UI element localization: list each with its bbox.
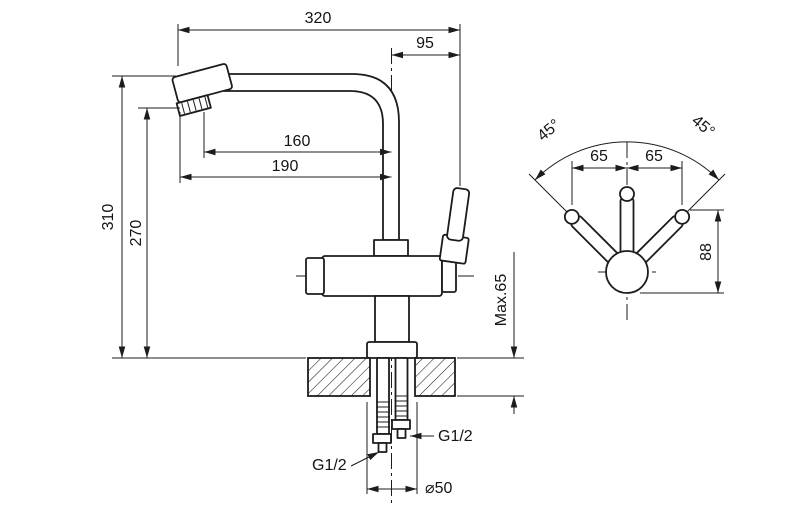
handle-stem [619,197,635,255]
thread-label-left: G1/2 [312,451,380,474]
angle-right-label: 45° [688,112,717,141]
dim-160-label: 160 [284,133,311,150]
dim-160: 160 [203,112,392,158]
dim-max65: Max.65 [457,252,524,414]
lever-assembly [438,187,471,265]
lever-handle [446,187,471,242]
aerator [175,94,212,117]
thread-right-label: G1/2 [438,428,473,445]
dim-320: 320 [177,10,461,186]
countertop-left [307,357,371,397]
dim-270-label: 270 [128,220,145,247]
dim-310: 310 [100,75,306,359]
thread-left-label: G1/2 [312,457,347,474]
dim-88: 88 [640,209,724,294]
dim-95-label: 95 [416,35,434,52]
axis-extension-right [686,173,726,213]
dim-320-label: 320 [305,10,332,27]
leader-line [350,451,380,467]
dim-95: 95 [391,35,460,59]
body-neck [374,295,410,343]
cross-left-cap [305,257,325,295]
dim-diameter-50: ⌀50 [366,402,453,497]
pipe-right-threads [394,395,409,417]
cross-right-cap [441,259,457,293]
base-flange [366,341,418,359]
spout-head [171,63,233,117]
dim-88-label: 88 [698,243,715,261]
supply-pipes [372,357,411,453]
dim-190: 190 [179,112,392,183]
top-view: 45° 45° 65 65 88 [528,112,726,322]
pipe-left [376,357,390,435]
pipe-left-nub [377,442,388,453]
thread-label-right: G1/2 [410,428,473,445]
handle-left-45 [563,208,619,264]
dim-65-65: 65 65 [571,148,683,205]
handle-right-45 [635,208,691,264]
dim-190-label: 190 [272,158,299,175]
axis-extension-left [528,173,568,213]
pipe-left-threads [376,401,390,428]
pipe-right-nub [396,428,407,439]
aerator-slots [181,96,209,114]
tube-collar [373,239,409,257]
side-view: 320 95 160 190 310 270 [100,10,524,505]
dim-65-right-label: 65 [645,148,663,165]
cross-body [321,255,443,297]
dim-310-label: 310 [100,204,117,231]
angle-left-label: 45° [534,116,563,145]
angle-arc [534,141,720,181]
dim-max65-label: Max.65 [493,274,510,327]
dim-270: 270 [128,107,180,358]
handle-cap [619,186,635,202]
faucet-base-circle [605,250,649,294]
handle-center [619,186,635,255]
pipe-left-fitting [372,433,392,444]
spout-tube [223,73,400,241]
pipe-right-fitting [391,419,411,430]
dim-65-left-label: 65 [590,148,608,165]
dim-diameter-label: ⌀50 [425,480,453,497]
countertop-right [414,357,456,397]
